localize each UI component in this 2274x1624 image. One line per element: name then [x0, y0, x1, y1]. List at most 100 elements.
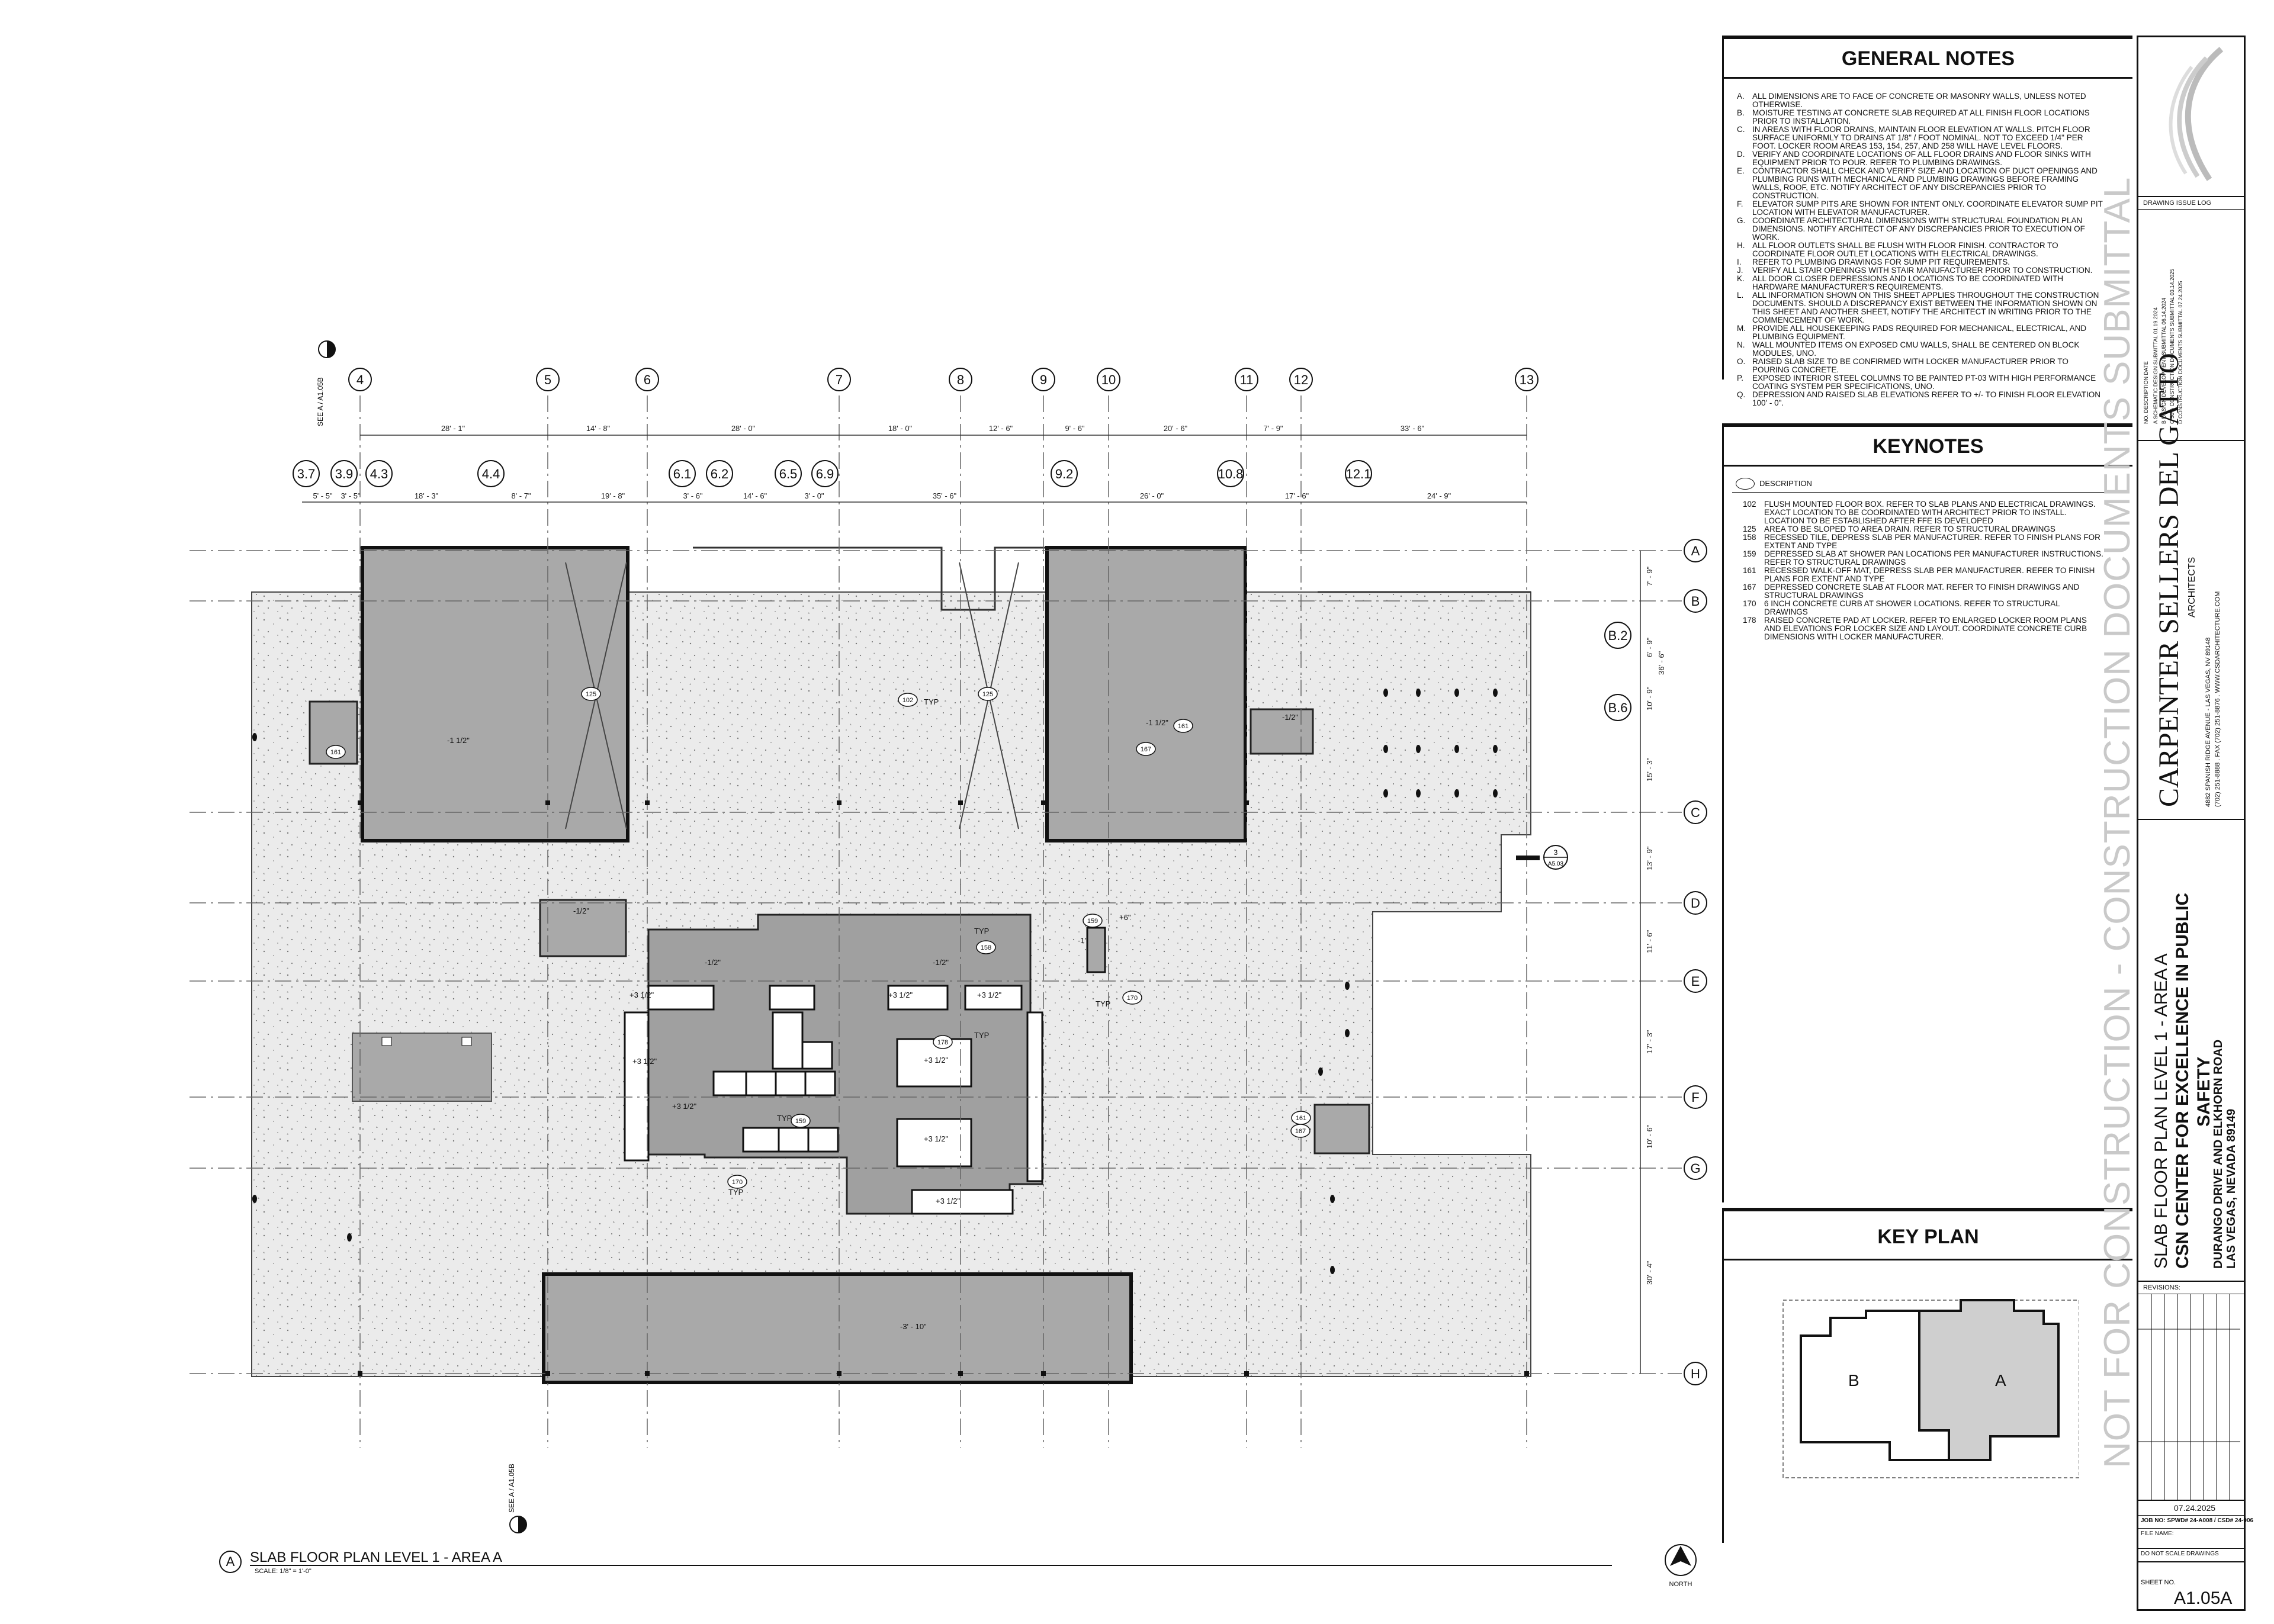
svg-text:3.9: 3.9 — [335, 467, 354, 481]
general-notes-panel: GENERAL NOTES A.ALL DIMENSIONS ARE TO FA… — [1722, 36, 2132, 407]
issue-log-title: DRAWING ISSUE LOG — [2143, 200, 2212, 207]
general-note-item: P.EXPOSED INTERIOR STEEL COLUMNS TO BE P… — [1737, 374, 2104, 391]
general-note-text: VERIFY ALL STAIR OPENINGS WITH STAIR MAN… — [1752, 266, 2093, 275]
svg-text:26' - 0": 26' - 0" — [1140, 491, 1164, 500]
svg-text:4.3: 4.3 — [370, 467, 388, 481]
firm-logo-icon — [2169, 47, 2224, 181]
svg-text:B: B — [1691, 594, 1700, 609]
svg-text:167: 167 — [1295, 1128, 1306, 1135]
general-note-text: EXPOSED INTERIOR STEEL COLUMNS TO BE PAI… — [1752, 374, 2098, 391]
svg-text:+3 1/2": +3 1/2" — [924, 1056, 949, 1065]
svg-text:9.2: 9.2 — [1055, 467, 1074, 481]
general-note-key: L. — [1737, 291, 1744, 300]
depressed-room-bottom — [542, 1272, 1133, 1384]
svg-text:159: 159 — [1087, 918, 1098, 925]
svg-text:E: E — [1691, 974, 1700, 989]
general-note-text: IN AREAS WITH FLOOR DRAINS, MAINTAIN FLO… — [1752, 125, 2093, 150]
svg-text:3' - 5": 3' - 5" — [341, 491, 360, 500]
north-label: NORTH — [1669, 1581, 1692, 1588]
svg-text:178: 178 — [937, 1039, 948, 1046]
general-note-item: F.ELEVATOR SUMP PITS ARE SHOWN FOR INTEN… — [1737, 200, 2104, 217]
svg-text:G: G — [1690, 1161, 1700, 1176]
keynote-header-bubble — [1736, 478, 1755, 490]
project-name-1: CSN CENTER FOR EXCELLENCE IN PUBLIC — [2173, 892, 2192, 1269]
svg-text:6: 6 — [644, 372, 651, 387]
svg-text:6' - 9": 6' - 9" — [1645, 638, 1654, 657]
view-scale: SCALE: 1/8" = 1'-0" — [255, 1568, 311, 1575]
general-notes-list: A.ALL DIMENSIONS ARE TO FACE OF CONCRETE… — [1737, 92, 2104, 407]
keynotes-title: KEYNOTES — [1872, 435, 1984, 458]
project-name-2: SAFETY — [2194, 1056, 2214, 1127]
svg-text:7' - 9": 7' - 9" — [1263, 424, 1283, 433]
firm-address: 4882 SPANISH RIDGE AVENUE - LAS VEGAS, N… — [2205, 637, 2212, 807]
svg-text:7: 7 — [836, 372, 843, 387]
general-note-text: WALL MOUNTED ITEMS ON EXPOSED CMU WALLS,… — [1752, 340, 2082, 358]
svg-text:12.1: 12.1 — [1346, 467, 1372, 481]
general-note-item: D.VERIFY AND COORDINATE LOCATIONS OF ALL… — [1737, 150, 2104, 167]
general-note-key: F. — [1737, 200, 1743, 208]
general-note-key: N. — [1737, 340, 1745, 349]
svg-text:167: 167 — [1141, 746, 1151, 753]
svg-text:D: D — [1691, 896, 1700, 911]
general-note-key: O. — [1737, 357, 1746, 366]
general-note-key: J. — [1737, 266, 1743, 275]
svg-text:161: 161 — [1178, 723, 1189, 730]
svg-text:158: 158 — [981, 944, 991, 951]
sheet-title: SLAB FLOOR PLAN LEVEL 1 - AREA A — [2151, 953, 2171, 1269]
key-plan-area-a: A — [1995, 1371, 2006, 1390]
section-ref-top: SEE A / A1.05B — [316, 377, 325, 426]
svg-text:33' - 6": 33' - 6" — [1401, 424, 1425, 433]
svg-text:170: 170 — [732, 1179, 743, 1186]
svg-text:6.5: 6.5 — [779, 467, 798, 481]
keynote-text: RECESSED TILE, DEPRESS SLAB PER MANUFACT… — [1764, 533, 2100, 550]
general-note-text: ALL DIMENSIONS ARE TO FACE OF CONCRETE O… — [1752, 92, 2089, 109]
project-address-2: LAS VEGAS, NEVADA 89149 — [2225, 1108, 2238, 1269]
svg-text:H: H — [1691, 1366, 1700, 1381]
svg-text:C: C — [1691, 805, 1700, 820]
keynote-number: 161 — [1743, 566, 1756, 575]
svg-text:5: 5 — [544, 372, 551, 387]
general-note-item: M.PROVIDE ALL HOUSEKEEPING PADS REQUIRED… — [1737, 324, 2104, 341]
svg-text:11: 11 — [1240, 372, 1254, 387]
svg-text:14' - 6": 14' - 6" — [743, 491, 767, 500]
keynote-text: 6 INCH CONCRETE CURB AT SHOWER LOCATIONS… — [1764, 599, 2060, 616]
general-note-text: MOISTURE TESTING AT CONCRETE SLAB REQUIR… — [1752, 108, 2092, 126]
svg-text:36' - 6": 36' - 6" — [1657, 651, 1666, 675]
general-note-item: Q.DEPRESSION AND RAISED SLAB ELEVATIONS … — [1737, 391, 2104, 407]
svg-text:14' - 8": 14' - 8" — [586, 424, 611, 433]
svg-text:6.9: 6.9 — [816, 467, 834, 481]
svg-text:TYP: TYP — [728, 1188, 743, 1197]
svg-text:TYP: TYP — [974, 927, 989, 935]
general-note-text: ALL FLOOR OUTLETS SHALL BE FLUSH WITH FL… — [1752, 241, 2061, 258]
general-note-text: ALL INFORMATION SHOWN ON THIS SHEET APPL… — [1752, 291, 2102, 324]
svg-text:4: 4 — [356, 372, 364, 387]
firm-name: CARPENTER SELLERS DEL GATTO — [2153, 353, 2185, 807]
svg-text:13: 13 — [1520, 372, 1534, 387]
issue-date: 07.24.2025 — [2174, 1503, 2216, 1513]
svg-text:102: 102 — [902, 697, 913, 704]
project-block: SLAB FLOOR PLAN LEVEL 1 - AREA A CSN CEN… — [2138, 819, 2244, 1281]
general-note-key: M. — [1737, 324, 1746, 333]
general-note-key: G. — [1737, 216, 1746, 225]
svg-text:-1/2": -1/2" — [705, 958, 721, 967]
general-note-item: J. VERIFY ALL STAIR OPENINGS WITH STAIR M… — [1737, 266, 2104, 275]
general-note-text: DEPRESSION AND RAISED SLAB ELEVATIONS RE… — [1752, 390, 2103, 407]
slab-floor-plan-drawing: 28' - 1" 14' - 8" 28' - 0" 18' - 0" 12' … — [190, 340, 1707, 1533]
svg-text:6.1: 6.1 — [673, 467, 692, 481]
general-note-key: E. — [1737, 166, 1745, 175]
svg-text:+3 1/2": +3 1/2" — [632, 1057, 657, 1066]
svg-text:8: 8 — [957, 372, 964, 387]
svg-text:17' - 3": 17' - 3" — [1645, 1030, 1654, 1054]
svg-text:12: 12 — [1294, 372, 1308, 387]
svg-text:3.7: 3.7 — [297, 467, 316, 481]
general-note-item: C.IN AREAS WITH FLOOR DRAINS, MAINTAIN F… — [1737, 126, 2104, 150]
svg-text:19' - 8": 19' - 8" — [601, 491, 625, 500]
general-note-text: ALL DOOR CLOSER DEPRESSIONS AND LOCATION… — [1752, 274, 2066, 291]
